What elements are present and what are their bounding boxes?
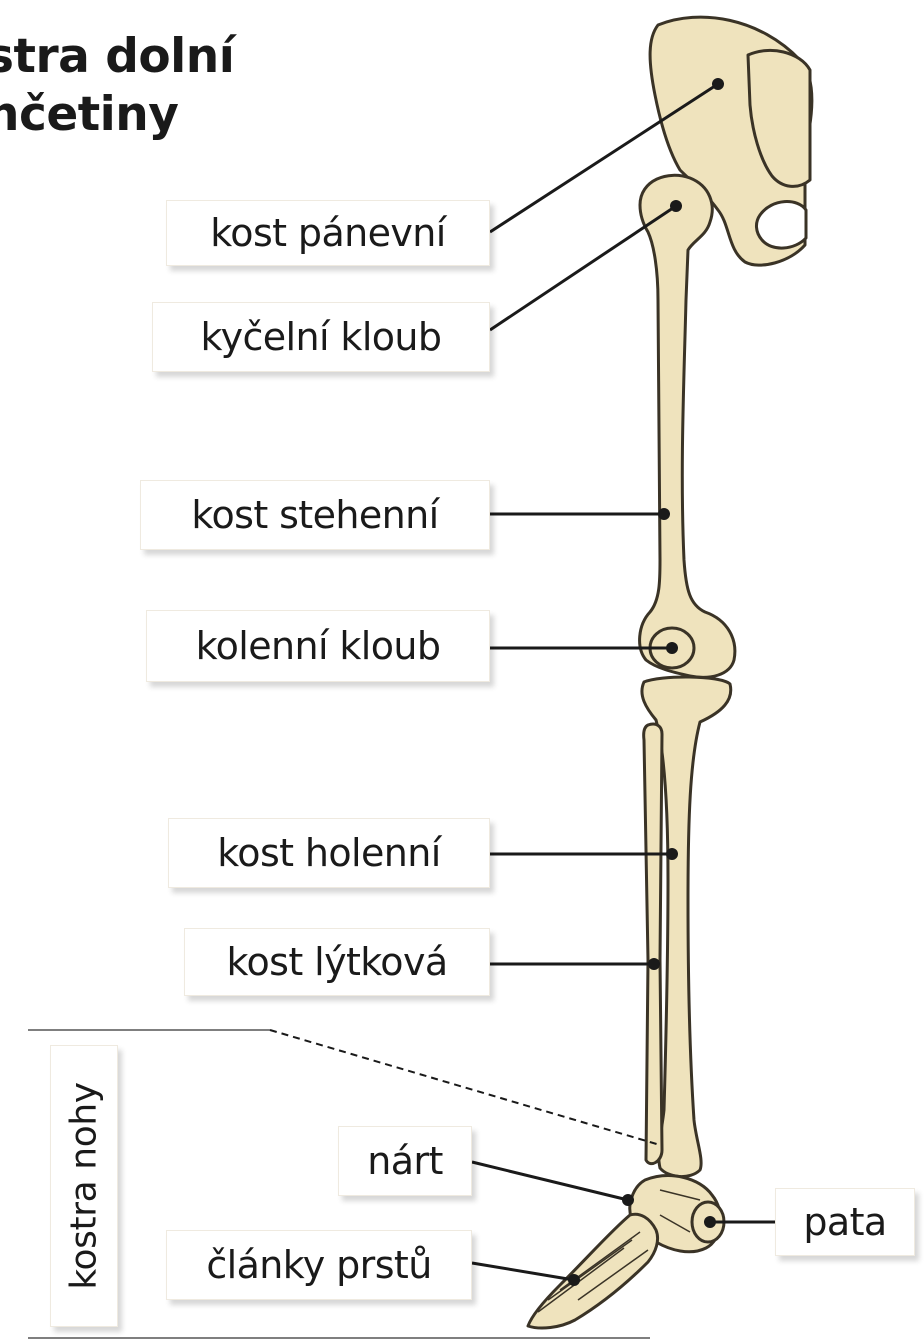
label-tarsus: nárt <box>338 1126 472 1196</box>
label-femur: kost stehenní <box>140 480 490 550</box>
label-hip-joint: kyčelní kloub <box>152 302 490 372</box>
label-phalanges: články prstů <box>166 1230 472 1300</box>
label-foot-skeleton: kostra nohy <box>50 1045 118 1327</box>
diagram-title: stra dolní nčetiny <box>0 28 234 144</box>
bones <box>528 17 812 1328</box>
fibula-bone <box>644 724 662 1164</box>
leader-hip-joint <box>490 206 676 330</box>
label-pelvis: kost pánevní <box>166 200 490 266</box>
label-heel: pata <box>775 1188 915 1256</box>
label-knee-joint: kolenní kloub <box>146 610 490 682</box>
femur-bone <box>640 175 735 677</box>
label-fibula: kost lýtková <box>184 928 490 996</box>
title-line-2: nčetiny <box>0 86 234 144</box>
obturator-foramen <box>756 202 806 249</box>
leader-tarsus <box>472 1162 628 1200</box>
leader-phalanges <box>472 1263 574 1280</box>
title-line-1: stra dolní <box>0 28 234 86</box>
label-foot-skeleton-text: kostra nohy <box>64 1082 105 1289</box>
label-tibia: kost holenní <box>168 818 490 888</box>
